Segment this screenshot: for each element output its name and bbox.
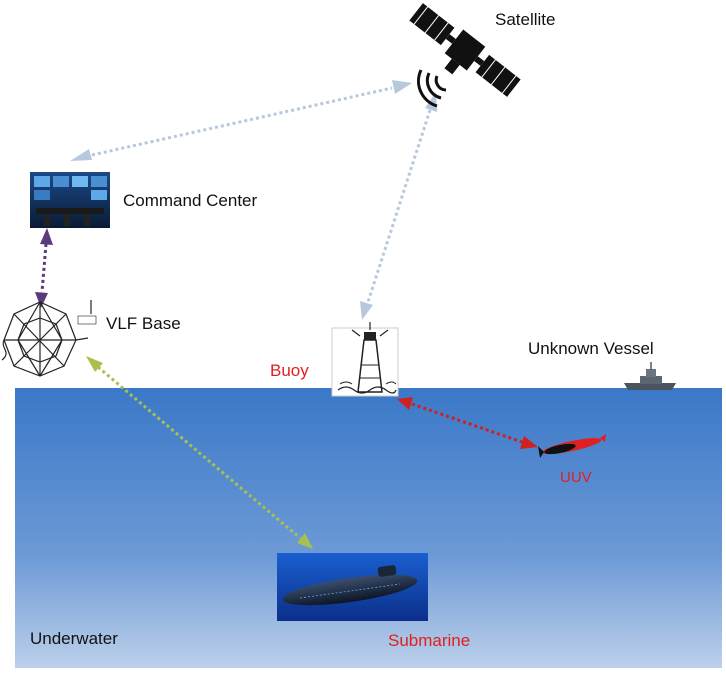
- buoy-icon: [331, 322, 399, 397]
- command-center-label: Command Center: [123, 191, 258, 210]
- satellite-icon: [409, 3, 521, 108]
- uuv-icon: [538, 434, 606, 458]
- submarine-label: Submarine: [388, 631, 471, 650]
- link-buoy-uuv: [397, 397, 538, 449]
- link-command-center-vlf-base: [35, 228, 53, 308]
- ship-icon: [624, 362, 676, 390]
- command-center-image: [30, 172, 110, 228]
- link-satellite-buoy: [360, 92, 437, 320]
- buoy-label: Buoy: [270, 361, 309, 380]
- vlf-antenna-icon: [1, 300, 97, 377]
- link-satellite-command-center: [70, 80, 412, 161]
- uuv-label: UUV: [560, 469, 592, 486]
- underwater-label: Underwater: [30, 629, 118, 648]
- unknown-vessel-label: Unknown Vessel: [528, 339, 654, 358]
- link-vlf-base-submarine: [86, 356, 313, 549]
- vlf-base-label: VLF Base: [106, 314, 181, 333]
- ocean: [15, 388, 722, 668]
- submarine-image: [277, 553, 428, 621]
- satellite-label: Satellite: [495, 10, 556, 29]
